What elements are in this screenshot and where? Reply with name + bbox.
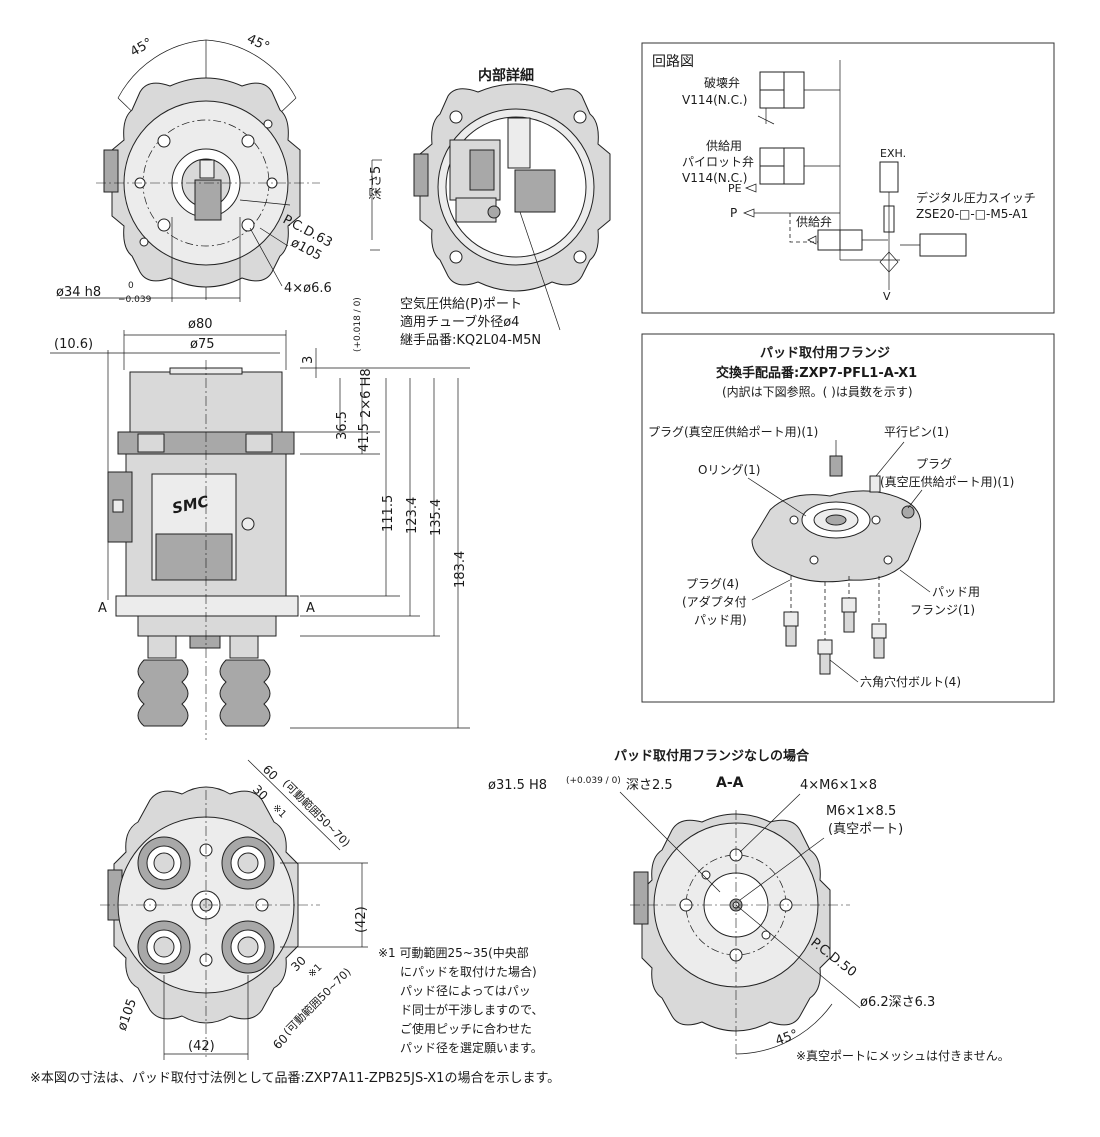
flange-bolt-2 [841,597,857,633]
detail-title: 内部詳細 [478,67,534,84]
section-bore-depth: 深さ2.5 [626,778,673,793]
circuit-supply-valve: 供給弁 [796,214,832,229]
bottom-d60-top: 60 [260,762,281,783]
side-d111-5: 111.5 [381,495,396,532]
side-d36-5: 36.5 [335,411,350,440]
flange-plug4-a: プラグ(4) [686,577,739,591]
flange-bolt-3 [871,623,887,659]
footnote1-line-1: ※1 可動範囲25~35(中央部 [378,945,529,960]
flange-pad-fl-b: フランジ(1) [910,603,975,617]
footnote-main: ※本図の寸法は、パッド取付寸法例として品番:ZXP7A11-ZPB25JS-X1… [30,1071,560,1086]
circuit-break-valve-model: V114(N.C.) [682,93,747,107]
section-bore-tol: (+0.039 / 0) [566,776,621,786]
side-d183-4: 183.4 [453,551,468,588]
top-pin-tol: (+0.018 / 0) [353,297,363,352]
detail-note-1: 空気圧供給(P)ポート [400,296,522,312]
flange-plug2-a: プラグ [916,457,952,471]
flange-bolt-4 [817,639,833,675]
flange-plug-vac1: プラグ(真空圧供給ポート用)(1) [648,425,818,439]
flange-bolt-1 [783,611,799,647]
flange-pad-fl-a: パッド用 [932,585,980,599]
bottom-star-top: ※1 [270,802,288,820]
side-d3: 3 [301,356,316,364]
detail-note-2: 適用チューブ外径ø4 [400,314,519,330]
side-d123-4: 123.4 [405,497,420,534]
flange-plug4-c: パッド用) [694,613,747,627]
flange-box: パッド取付用フランジ 交換手配品番:ZXP7-PFL1-A-X1 (内訳は下図参… [641,333,1055,703]
bottom-d42-bottom: (42) [188,1039,215,1054]
bottom-d30-bot: 30 [288,953,309,974]
flange-plug4-b: (アダプタ付 [682,594,747,609]
footnote1-line-2: にパッドを取付けた場合) [400,964,537,979]
section-heading: パッド取付用フランジなしの場合 [614,748,810,764]
section-aa-view: パッド取付用フランジなしの場合 A-A ø31.5 H8 (+0.039 / 0… [488,748,1010,1063]
footnote-star1: ※1 可動範囲25~35(中央部 にパッドを取付けた場合) パッド径によってはパ… [378,945,544,1055]
side-pad-right [219,635,271,727]
top-pin-hole: 2×6 H8 [359,368,374,418]
top-pin-depth: 深さ5 [369,166,384,200]
bottom-star-bot: ※1 [306,962,324,980]
bottom-d42-right: (42) [354,906,369,933]
section-bore: ø31.5 H8 [488,778,547,793]
side-d135-4: 135.4 [429,499,444,536]
flange-title: パッド取付用フランジ [760,345,890,361]
flange-part: 交換手配品番:ZXP7-PFL1-A-X1 [716,365,917,381]
bottom-d60-note-top: (可動範囲50~70) [280,776,353,849]
flange-plug2-b: (真空圧供給ポート用)(1) [880,475,1014,489]
footnote1-line-6: パッド径を選定願います。 [400,1040,543,1055]
top-bore-tol-top: 0 [128,281,134,291]
top-bore-tol-bot: −0.039 [118,295,152,305]
circuit-switch-model: ZSE20-□-□-M5-A1 [916,207,1028,221]
circuit-pilot-supply: 供給用 [706,139,742,153]
section-label: A-A [716,775,744,791]
circuit-pilot-valve: パイロット弁 [682,154,754,169]
section-m6a: 4×M6×1×8 [800,778,877,793]
circuit-p: P [730,206,737,220]
side-view: ø80 ø75 (10.6) SMC A [50,317,470,740]
side-d75: ø75 [190,337,215,352]
section-m6b-note: (真空ポート) [828,822,903,837]
bottom-pad-tl [137,836,191,890]
section-hole: ø6.2深さ6.3 [860,995,935,1010]
circuit-switch: デジタル圧力スイッチ [916,190,1036,205]
top-view: 45° 45° P.C.D.63 ø105 4×ø6.6 ø34 h8 0 −0… [56,32,384,418]
detail-note-3: 継手品番:KQ2L04-M5N [400,333,541,348]
bottom-pad-br [221,920,275,974]
circuit-break-valve: 破壊弁 [704,75,740,90]
flange-bolt-label: 六角穴付ボルト(4) [860,674,961,689]
flange-pin: 平行ピン(1) [884,425,949,439]
section-mesh-note: ※真空ポートにメッシュは付きません。 [796,1049,1010,1063]
bottom-view: 60 (可動範囲50~70) 30 ※1 (42) 30 ※1 60 (可動範囲… [100,759,369,1060]
flange-oring: Oリング(1) [698,463,760,477]
bottom-pad-bl [137,920,191,974]
footnote1-line-4: ド同士が干渉しますので、 [400,1002,544,1017]
circuit-v: V [883,290,891,303]
side-section-a-left: A [98,601,107,616]
side-d10-6: (10.6) [54,337,93,352]
circuit-diagram: 回路図 破壊弁 V114(N.C.) 供給用 パイロット弁 V114(N.C.)… [641,42,1055,314]
bottom-d105: ø105 [115,997,140,1033]
side-d41-5: 41.5 [357,423,372,452]
flange-sub: (内訳は下図参照。( )は員数を示す) [722,384,913,399]
top-angle-left: 45° [128,35,155,60]
footnote1-line-3: パッド径によってはパッ [400,984,531,998]
side-d80: ø80 [188,317,213,332]
side-section-a-right: A [306,601,315,616]
internal-detail-view: 内部詳細 空気圧供給(P)ポート 適用チューブ外径ø4 継手品番:KQ2L04-… [400,67,611,348]
top-bore: ø34 h8 [56,285,101,300]
circuit-title: 回路図 [652,54,694,70]
circuit-pe: PE [728,182,742,195]
side-pad-left [137,635,189,727]
section-angle: 45° [774,1027,801,1049]
section-m6b: M6×1×8.5 [826,804,896,819]
top-holes: 4×ø6.6 [284,281,332,296]
circuit-pilot-valve-model: V114(N.C.) [682,171,747,185]
circuit-exh: EXH. [880,147,906,160]
footnote1-line-5: ご使用ピッチに合わせた [400,1021,532,1036]
bottom-pad-tr [221,836,275,890]
